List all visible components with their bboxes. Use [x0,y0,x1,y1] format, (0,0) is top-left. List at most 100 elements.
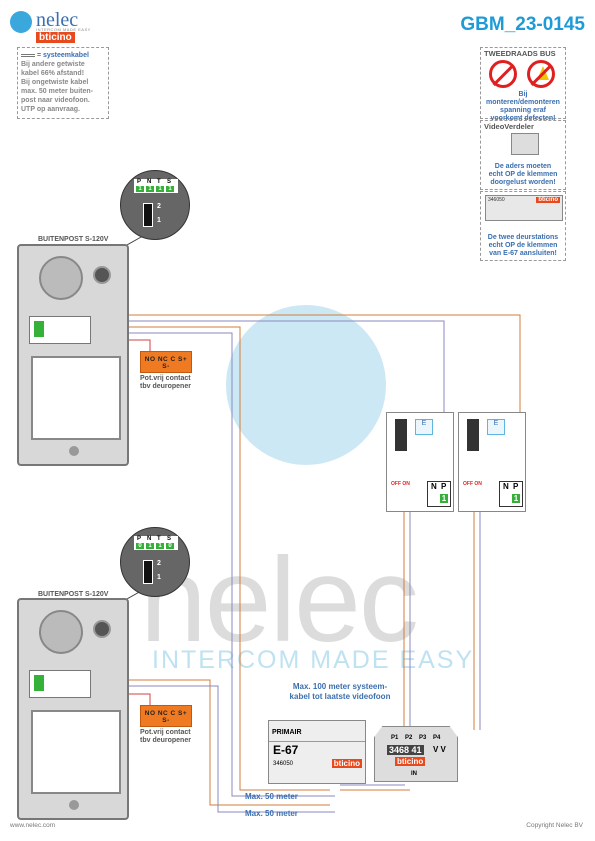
dip-callout-2: P N T S 0 1 1 0 2 1 [120,527,190,597]
vv-note-line: echt OP de klemmen [488,171,558,178]
note-line: Bij andere getwiste [21,61,85,68]
camera-icon [93,266,111,284]
legend-label: = systeemkabel [36,52,89,59]
contact-labels: NO NC C S+ S- [144,710,188,724]
door-station-1 [17,244,129,466]
dip-value: 1 [146,543,154,549]
contact-note-line: tbv deuropener [140,737,191,744]
dip-label: P [137,536,142,542]
bus-warning-line: voorkomt defecten! [490,115,556,122]
videophone-1: E OFF ON N P 1 [386,412,454,512]
dip-label: P [137,179,142,185]
terminal-label: P3 [419,735,427,741]
off-on-label: OFF ON [391,481,410,487]
cable-note-line: Max. 100 meter systeem- [292,682,388,691]
distance-label-2: Max. 50 meter [245,809,298,818]
contact-note-line: Pot.vrij contact [140,729,191,736]
relay-contact-block: NO NC C S+ S- [140,705,192,727]
distributor-code: 3468 41 [387,745,424,755]
off-on-label: OFF ON [463,481,482,487]
door-station-2 [17,598,129,820]
watermark-tagline: INTERCOM MADE EASY [152,646,475,674]
screen-label: E [415,419,433,435]
dip-label: S [167,179,172,185]
switch-label: 1 [157,574,161,581]
vv-note-line: De aders moeten [494,163,552,170]
bticino-logo: bticino [36,32,75,43]
e67-name: E-67 [273,743,299,757]
note-line: Bij ongetwiste kabel [21,79,89,86]
vv-title: VideoVerdeler [484,122,534,131]
switch-label: 2 [157,560,161,567]
footer-website[interactable]: www.nelec.com [10,822,56,829]
dip-value: 1 [156,543,164,549]
e67-mini-code: 346050 [488,197,505,203]
dip-label: N [147,179,152,185]
no-power-icon [527,60,555,88]
logo-icon [10,11,32,33]
cable-note-line: kabel tot laatste videofoon [289,692,391,701]
note-line: post naar videofoon. [21,97,90,104]
videophone-2: E OFF ON N P 1 [458,412,526,512]
station-label: BUITENPOST S-120V [38,591,109,598]
primair-label: PRIMAIR [272,729,302,736]
dip-value: 1 [166,186,174,192]
distributor-brand: bticino [395,757,426,766]
e67-note-line: van E-67 aansluiten! [489,250,557,257]
bus-warning-line: Bij monteren/demonteren [486,91,560,106]
bus-warning-line: spanning eraf [500,107,546,114]
e67-note-line: echt OP de klemmen [488,242,558,249]
document-id: GBM_23-0145 [460,14,585,35]
dip-value: 1 [156,186,164,192]
e67-code: 346050 [273,761,294,767]
dip-label: T [157,536,161,542]
e67-panel: 346050 bticino De twee deurstations echt… [480,191,566,261]
distance-label-1: Max. 50 meter [245,792,298,801]
e67-note-line: De twee deurstations [487,234,559,241]
dip-callout-1: P N T S 1 1 1 1 2 1 [120,170,190,240]
dip-label: T [157,179,161,185]
note-line: UTP op aanvraag. [21,106,81,113]
n-label: N [431,482,437,491]
logo-text: nelec [36,9,79,31]
p-value: 1 [512,494,520,503]
dip-label: N [147,536,152,542]
watermark-logo-circle [226,305,386,465]
footer-copyright: Copyright Nelec BV [526,822,583,829]
vv-note-line: doorgelust worden! [490,179,556,186]
no-plug-icon [489,60,517,88]
dip-value: 1 [146,186,154,192]
power-supply-e67: PRIMAIR E-67 346050 bticino [268,720,366,784]
dip-value: 0 [136,543,144,549]
p-label: P [441,482,447,491]
logo-subtitle: INTERCOM MADE EASY [36,27,91,32]
bus-title: TWEEDRAADS BUS [484,49,556,58]
switch-label: 2 [157,203,161,210]
vv-device-icon [511,133,539,155]
distributor-vv: V V [433,745,446,754]
contact-note-line: Pot.vrij contact [140,375,191,382]
contact-labels: NO NC C S+ S- [144,356,188,370]
p-value: 1 [440,494,448,503]
n-label: N [503,482,509,491]
note-line: max. 50 meter buiten- [21,88,93,95]
terminal-label: P2 [405,735,413,741]
dip-label: S [167,536,172,542]
e67-brand: bticino [331,759,362,768]
e67-mini-device: 346050 bticino [485,195,563,221]
speaker-icon [39,610,83,654]
screen-label: E [487,419,505,435]
note-line: kabel 66% afstand! [21,70,85,77]
e67-mini-brand: bticino [536,197,560,203]
camera-icon [93,620,111,638]
relay-contact-block: NO NC C S+ S- [140,351,192,373]
terminal-label: P4 [433,735,441,741]
terminal-label: P1 [391,735,399,741]
videoverdeler-panel: VideoVerdeler De aders moeten echt OP de… [480,120,566,190]
switch-label: 1 [157,217,161,224]
speaker-icon [39,256,83,300]
contact-note-line: tbv deuropener [140,383,191,390]
in-label: IN [411,771,417,777]
bus-warning-panel: TWEEDRAADS BUS Bij monteren/demonteren s… [480,47,566,122]
system-cable-note: = systeemkabel Bij andere getwiste kabel… [17,47,109,119]
